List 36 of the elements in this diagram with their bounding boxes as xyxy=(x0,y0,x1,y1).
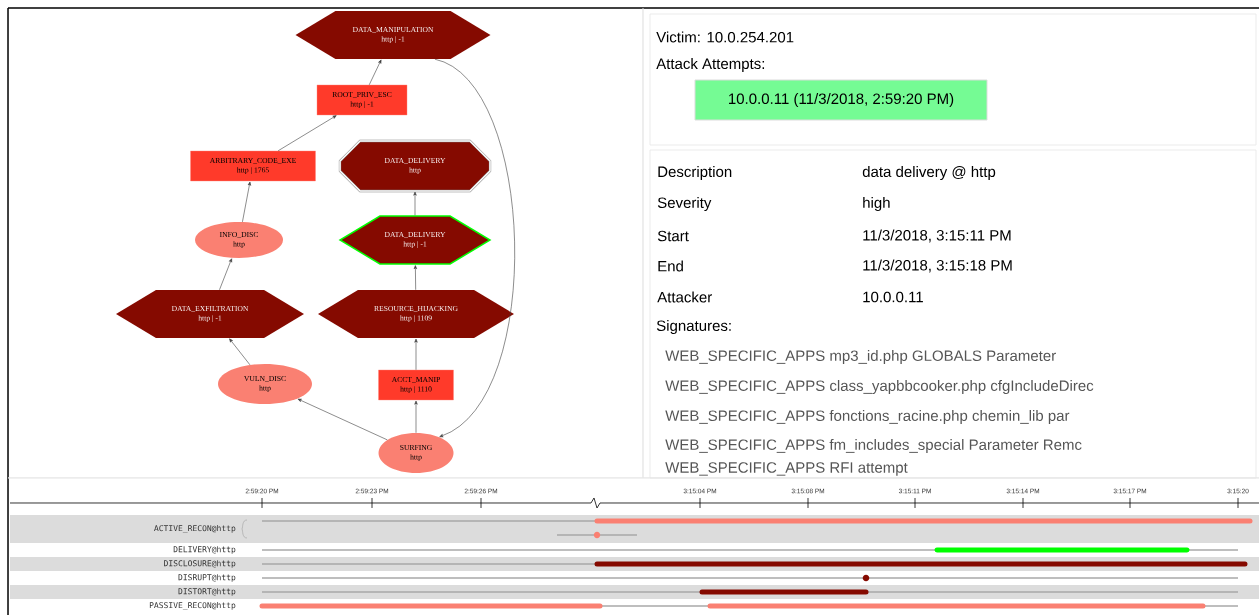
field-name: Description xyxy=(658,166,732,180)
arrow xyxy=(277,115,337,152)
field-name: Start xyxy=(657,230,689,242)
arrow xyxy=(434,58,515,438)
field-name: End xyxy=(658,260,683,272)
row-label: DISRUPT@http xyxy=(178,574,236,582)
signature-text: WEB_SPECIFIC_APPS fm_includes_special Parameter Remc xyxy=(665,439,1082,453)
signatures-heading: Signatures: xyxy=(656,320,731,334)
row-label: DISCLOSURE@http xyxy=(164,560,236,568)
arrow xyxy=(229,338,251,366)
arrow xyxy=(297,398,388,441)
arrow xyxy=(368,59,382,86)
signature-text: WEB_SPECIFIC_APPS fonctions_racine.php chemin_lib par xyxy=(665,410,1070,424)
row-label: ACTIVE_RECON@http xyxy=(154,525,236,533)
victim-label: Victim: 10.0.254.201 xyxy=(656,31,794,43)
attempt-box: 10.0.0.11 (11/3/2018, 2:59:20 PM) xyxy=(694,79,988,121)
arrow xyxy=(242,181,251,223)
field-value: high xyxy=(863,197,890,211)
field-value: 11/3/2018, 3:15:18 PM xyxy=(863,259,1012,273)
row-label: DELIVERY@http xyxy=(173,546,236,554)
signature-text: WEB_SPECIFIC_APPS RFI attempt xyxy=(665,462,908,476)
field-value: 10.0.0.11 xyxy=(863,291,923,303)
field-value: 11/3/2018, 3:15:11 PM xyxy=(863,229,1011,243)
attempts-heading: Attack Attempts: xyxy=(656,58,765,72)
field-name: Severity xyxy=(657,197,712,211)
arrow xyxy=(414,400,418,434)
arrow xyxy=(219,258,232,291)
field-value: data delivery @ http xyxy=(862,166,996,180)
signature-text: WEB_SPECIFIC_APPS mp3_id.php GLOBALS Parameter xyxy=(665,350,1056,364)
arrow xyxy=(414,338,418,371)
row-label: PASSIVE_RECON@http xyxy=(149,602,236,610)
arrow xyxy=(413,191,417,216)
field-name: Attacker xyxy=(657,291,712,303)
row-label: DISTORT@http xyxy=(178,588,236,596)
arrow xyxy=(413,265,417,291)
signature-text: WEB_SPECIFIC_APPS class_yapbbcooker.php cfgIncludeDirec xyxy=(665,380,1094,394)
